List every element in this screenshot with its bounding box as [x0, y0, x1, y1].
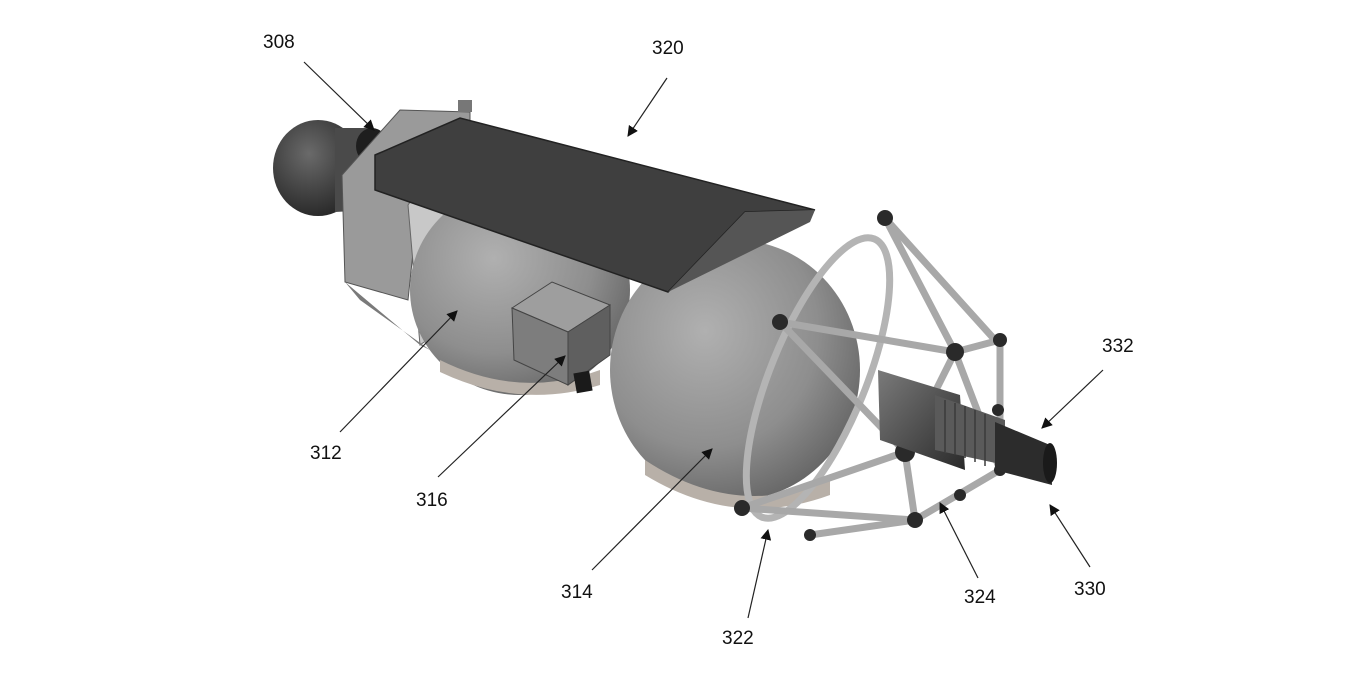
truss-nodes: [734, 210, 1007, 541]
label-312: 312: [310, 443, 342, 464]
leader-314: [591, 448, 713, 571]
solar-panel-320: [374, 100, 816, 293]
label-322: 322: [722, 628, 754, 649]
leader-332: [1041, 369, 1104, 429]
label-316: 316: [416, 490, 448, 511]
main-engine-330: [878, 370, 1057, 485]
label-332: 332: [1102, 336, 1134, 357]
leader-324: [939, 502, 979, 579]
label-324: 324: [964, 587, 996, 608]
label-320: 320: [652, 38, 684, 59]
leader-312: [339, 310, 458, 433]
label-330: 330: [1074, 579, 1106, 600]
leader-308: [303, 61, 375, 131]
label-308: 308: [263, 32, 295, 53]
leader-330: [1049, 504, 1091, 568]
leader-322: [747, 528, 772, 619]
label-314: 314: [561, 582, 593, 603]
leader-316: [437, 355, 566, 478]
leader-320: [627, 77, 668, 137]
